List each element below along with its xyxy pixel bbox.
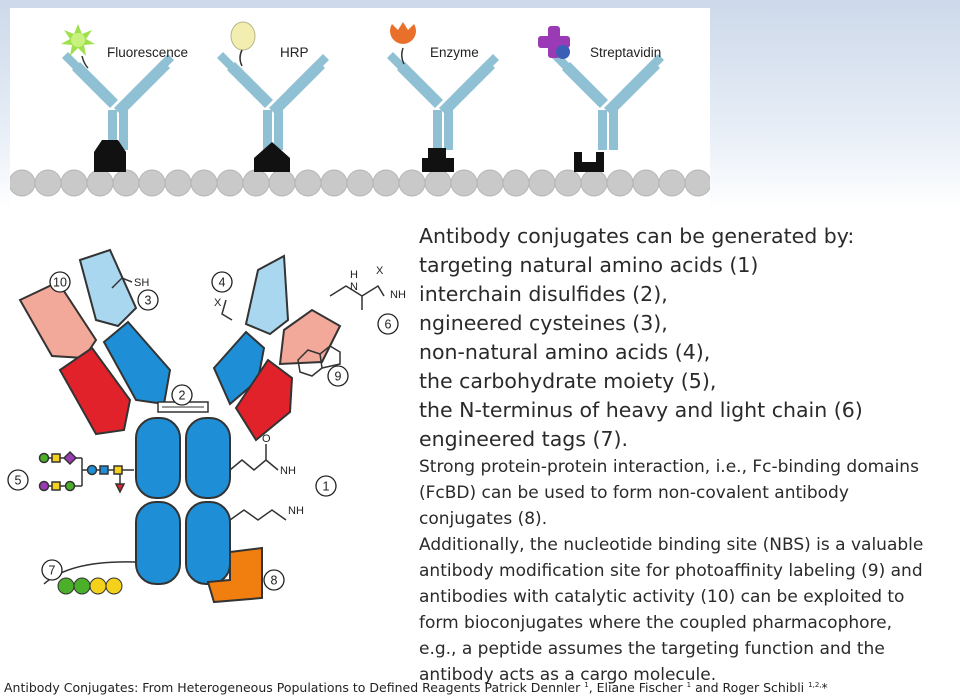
antibody-streptavidin [552,52,664,150]
heavy-chain-ch1-left [58,346,132,436]
fc-ch3-left [135,501,181,585]
light-chain-constant-right [278,308,342,366]
antibody-enzyme [387,52,499,150]
site-number-1: 1 [323,480,330,494]
site-marker-2 [171,384,193,406]
site-number-9: 9 [335,370,342,384]
chem-label-o: O [262,433,271,445]
site-number-2: 2 [179,389,186,403]
antibody-fluorescence [62,52,174,150]
chem-label-nh2-mid: NH [280,465,296,477]
text-item-1: targeting natural amino acids (1) [419,253,759,277]
site-marker-6 [377,313,399,335]
text-item-5: the carbohydrate moiety (5), [419,369,717,393]
site-number-8: 8 [271,574,278,588]
footer-sup-1: 1 [584,680,589,689]
chem-label-nh2-top: NH [390,289,406,301]
text-small-3: conjugates (8). [419,509,548,529]
antigen-shape-1 [94,140,126,172]
lysine-side-chain-amide [229,444,279,471]
text-small-1: Strong protein-protein interaction, i.e.… [419,457,919,477]
surface-beads [10,169,710,197]
label-fluorescence: Fluorescence [107,45,188,60]
site-number-6: 6 [385,318,392,332]
cysteine-side-chain [111,277,133,289]
heavy-chain-variable-left [102,320,172,406]
heavy-chain-ch1-right [234,358,294,442]
streptavidin-icon [538,26,570,59]
photoaffinity-label-icon [297,345,341,377]
fluorescence-burst-icon [61,24,95,56]
n-terminus-chain [329,284,385,310]
text-item-6: the N-terminus of heavy and light chain … [419,398,863,422]
engineered-tag [43,561,137,595]
text-small-4: Additionally, the nucleotide binding sit… [419,535,924,555]
antigen-shape-2 [254,142,290,172]
site-marker-8 [263,569,285,591]
chem-label-nh2-low: NH [288,505,304,517]
footer-author-3: and Roger Schibli [691,680,805,695]
chem-label-sh: SH [134,277,149,289]
conjugation-site-diagram: 10 3 4 6 9 2 5 1 7 8 SH X H N X NH O NH … [7,248,406,604]
site-number-3: 3 [145,294,152,308]
site-marker-3 [137,289,159,311]
light-chain-constant-left [18,280,98,360]
site-marker-7 [41,559,63,581]
footer-sup-3: 1,2, [808,680,822,689]
antigen-shape-3 [422,148,454,172]
detection-antibody-figure: Fluorescence HRP Enzyme Streptavidin [10,21,710,197]
fc-ch3-right [185,501,231,585]
text-heading: Antibody conjugates can be generated by: [419,224,855,248]
site-number-7: 7 [49,564,56,578]
lysine-side-chain-amine [229,509,287,521]
fc-binding-domain [206,546,263,604]
chem-label-x-right: X [376,265,384,277]
site-number-4: 4 [219,276,226,290]
label-streptavidin: Streptavidin [590,45,661,60]
footer-author-2: , Eliane Fischer [588,680,683,695]
enzyme-icon [390,22,416,44]
chem-label-h: H [350,269,358,281]
hrp-icon [230,21,256,51]
conjugation-text-block: Antibody conjugates can be generated by:… [419,222,959,688]
footer-title: Antibody Conjugates: From Heterogeneous … [4,680,581,695]
text-item-7: engineered tags (7). [419,427,629,451]
chem-label-x-left: X [214,297,222,309]
site-marker-5 [7,469,29,491]
non-natural-amino-acid [221,299,233,321]
text-small-9: antibody acts as a cargo molecule. [419,665,717,685]
chem-label-n: N [350,281,358,293]
glycan-chain [38,450,134,494]
footer-sup-2: 1 [686,680,692,689]
fc-ch2-right [185,417,231,499]
citation-footer: Antibody Conjugates: From Heterogeneous … [4,680,828,695]
label-hrp: HRP [280,45,309,60]
antibody-hrp [217,52,329,150]
text-item-2: interchain disulfides (2), [419,282,668,306]
light-chain-variable-left [78,248,138,328]
label-enzyme: Enzyme [430,45,479,60]
site-marker-4 [211,271,233,293]
text-small-2: (FcBD) can be used to form non-covalent … [419,483,849,503]
text-small-6: antibodies with catalytic activity (10) … [419,587,905,607]
site-marker-1 [315,475,337,497]
site-number-5: 5 [15,474,22,488]
footer-star: * [821,680,828,695]
text-small-7: form bioconjugates where the coupled pha… [419,613,893,633]
site-marker-10 [49,271,71,293]
text-small-8: e.g., a peptide assumes the targeting fu… [419,639,885,659]
text-item-4: non-natural amino acids (4), [419,340,711,364]
antigen-shape-4 [574,152,604,172]
site-number-10: 10 [53,276,67,290]
text-small-5: antibody modification site for photoaffi… [419,561,923,581]
text-item-3: ngineered cysteines (3), [419,311,668,335]
heavy-chain-variable-right [212,330,266,406]
site-marker-9 [327,365,349,387]
light-chain-variable-right [244,254,290,336]
fc-ch2-left [135,417,181,499]
